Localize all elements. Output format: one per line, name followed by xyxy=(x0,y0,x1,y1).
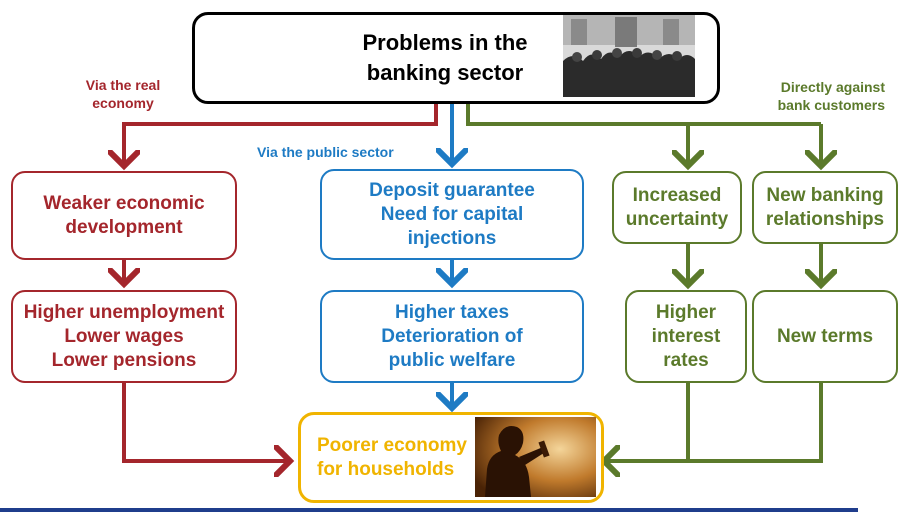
unemployment-line-1: Higher unemployment xyxy=(23,301,225,323)
higher-unemployment-box: Higher unemployment Lower wages Lower pe… xyxy=(11,290,237,383)
increased-uncertainty-box: Increased uncertainty xyxy=(612,171,742,244)
interest-line-1: Higher xyxy=(655,301,717,323)
terms-line-1: New terms xyxy=(776,325,874,347)
relationships-line-1: New banking xyxy=(766,184,884,206)
higher-interest-rates-box: Higher interest rates xyxy=(625,290,747,383)
interest-line-3: rates xyxy=(663,349,709,371)
bank-customers-connectors xyxy=(466,104,823,463)
arrow-terms-join xyxy=(688,383,823,463)
taxes-line-2: Deterioration of xyxy=(381,325,523,347)
taxes-line-1: Higher taxes xyxy=(394,301,510,323)
new-banking-relationships-box: New banking relationships xyxy=(752,171,898,244)
new-terms-box: New terms xyxy=(752,290,898,383)
path-label-real-economy: Via the real economy xyxy=(85,77,161,111)
poorer-line-1: Poorer economy xyxy=(317,434,467,456)
arrow-interest-to-poorer xyxy=(604,383,690,461)
footer-rule xyxy=(0,508,858,512)
arrow-unemployment-to-poorer xyxy=(122,383,290,461)
unemployment-line-2: Lower wages xyxy=(64,325,184,347)
higher-taxes-box: Higher taxes Deterioration of public wel… xyxy=(320,290,584,383)
deposit-line-1: Deposit guarantee xyxy=(369,179,535,201)
bank-run-crowd-photo xyxy=(563,15,695,97)
poorer-line-2: for households xyxy=(317,458,455,480)
deposit-guarantee-box: Deposit guarantee Need for capital injec… xyxy=(320,169,584,260)
weaker-line-1: Weaker economic xyxy=(43,192,205,214)
path-label-bank-customers: Directly against bank customers xyxy=(777,79,885,113)
relationships-line-2: relationships xyxy=(765,208,885,230)
weaker-line-2: development xyxy=(65,216,183,238)
banking-problems-line-2: banking sector xyxy=(366,60,524,85)
deposit-line-2: Need for capital xyxy=(380,203,524,225)
uncertainty-line-1: Increased xyxy=(632,184,722,206)
household-woman-photo xyxy=(475,417,596,497)
deposit-line-3: injections xyxy=(407,227,497,249)
unemployment-line-3: Lower pensions xyxy=(51,349,197,371)
uncertainty-line-2: uncertainty xyxy=(625,208,729,230)
arrow-top-to-green-split xyxy=(466,104,821,126)
arrow-top-to-weaker xyxy=(124,104,438,166)
interest-line-2: interest xyxy=(651,325,721,347)
path-label-public-sector: Via the public sector xyxy=(257,144,394,160)
weaker-development-box: Weaker economic development xyxy=(11,171,237,260)
banking-problems-line-1: Problems in the xyxy=(362,30,528,55)
real-economy-connectors xyxy=(122,104,438,461)
taxes-line-3: public welfare xyxy=(388,349,516,371)
